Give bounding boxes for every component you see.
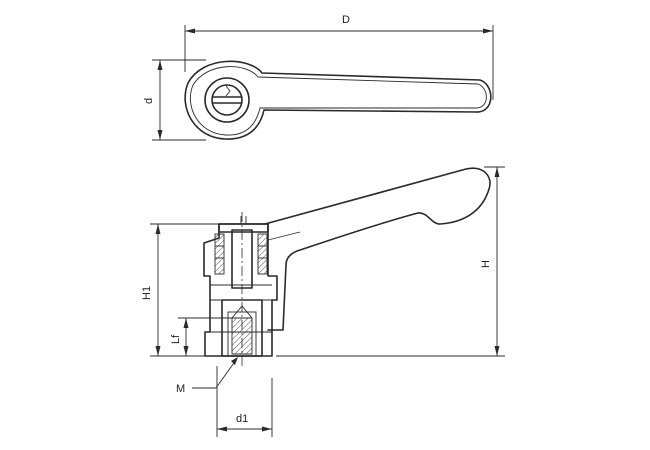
dim-Lf-arrow-bottom bbox=[183, 346, 189, 356]
top-view: D d bbox=[143, 14, 494, 141]
leader-M-arrow bbox=[231, 357, 238, 365]
dim-H-label: H bbox=[480, 260, 492, 268]
dim-d1-label: d1 bbox=[236, 413, 248, 425]
leader-M-diag bbox=[215, 359, 237, 389]
dim-D-arrow-right bbox=[483, 28, 493, 34]
dim-d-arrow-top bbox=[157, 60, 163, 70]
side-view: H H1 Lf M d1 bbox=[141, 166, 505, 437]
screw-cap bbox=[218, 223, 269, 233]
dim-H-arrow-bottom bbox=[494, 346, 500, 356]
dim-D-arrow-left bbox=[185, 28, 195, 34]
dim-Lf-arrow-top bbox=[183, 318, 189, 328]
lever-top-inner-outline bbox=[189, 66, 487, 136]
dim-d-label: d bbox=[143, 98, 155, 104]
screw-head-notch bbox=[225, 85, 231, 97]
dim-H1-label: H1 bbox=[141, 286, 153, 300]
lever-top-outline bbox=[184, 60, 492, 140]
lever-side-outline bbox=[264, 167, 491, 331]
dim-D-label: D bbox=[342, 14, 350, 26]
hub-ring bbox=[204, 77, 250, 123]
spring-right bbox=[257, 233, 268, 275]
spring-left bbox=[214, 233, 225, 275]
dim-H-arrow-top bbox=[494, 167, 500, 177]
dim-d1-arrow-right bbox=[262, 426, 272, 432]
dim-d1-arrow-left bbox=[217, 426, 227, 432]
leader-M-label: M bbox=[176, 383, 185, 395]
body-outer bbox=[203, 223, 278, 357]
dim-d-arrow-bottom bbox=[157, 130, 163, 140]
dim-H1-arrow-top bbox=[155, 224, 161, 234]
dim-Lf-label: Lf bbox=[170, 334, 182, 344]
screw-head bbox=[211, 84, 243, 116]
lever-side-underline bbox=[267, 231, 301, 241]
thread-hatch bbox=[231, 317, 253, 355]
dim-H1-arrow-bottom bbox=[155, 346, 161, 356]
